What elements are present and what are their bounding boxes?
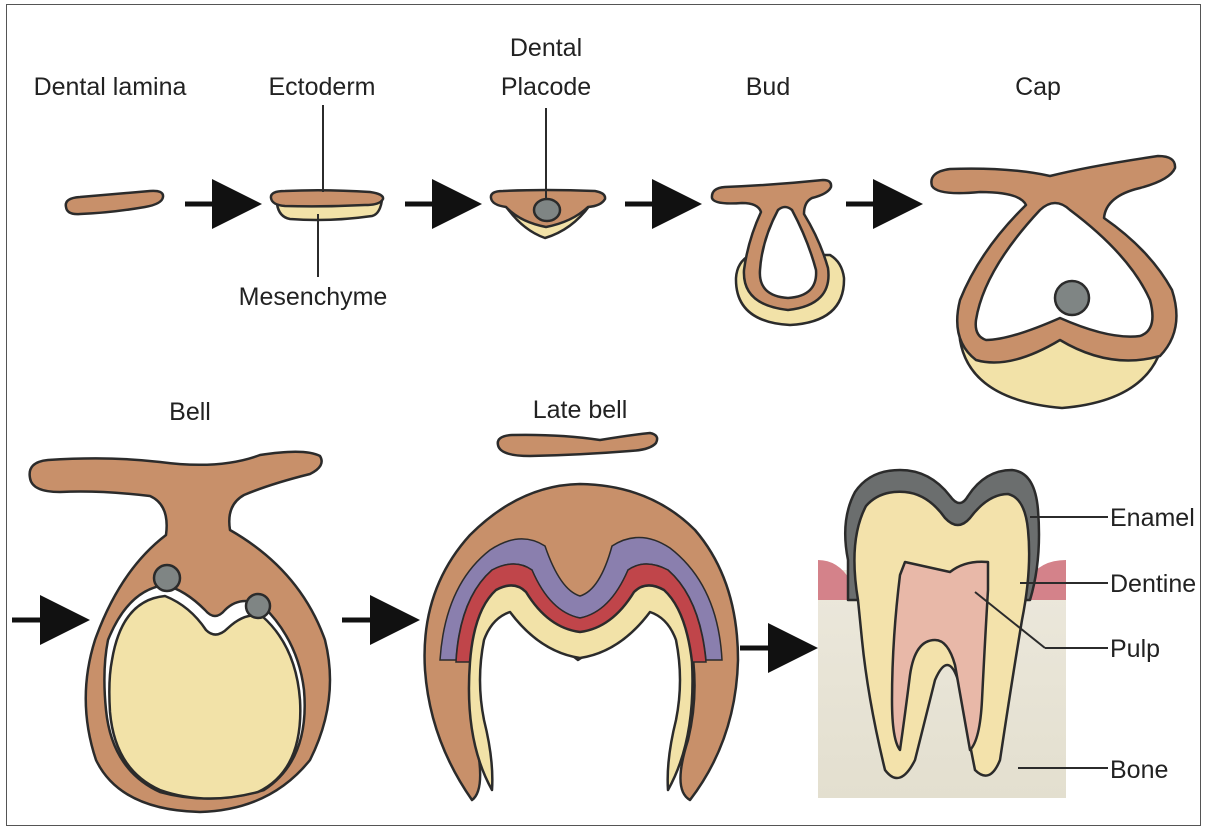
- tooth-stage: [818, 470, 1108, 798]
- bud-stage: [712, 180, 844, 325]
- dental-lamina-stage: [66, 191, 163, 214]
- label-bone: Bone: [1110, 756, 1168, 784]
- label-bell: Bell: [169, 398, 211, 426]
- label-ectoderm: Ectoderm: [269, 73, 376, 101]
- bell-stage: [30, 452, 330, 812]
- cap-stage: [931, 156, 1176, 408]
- label-enamel: Enamel: [1110, 504, 1195, 532]
- label-pulp: Pulp: [1110, 635, 1160, 663]
- label-cap: Cap: [1015, 73, 1061, 101]
- label-bud: Bud: [746, 73, 790, 101]
- label-placode-line2: Placode: [501, 73, 591, 101]
- label-mesenchyme: Mesenchyme: [239, 283, 388, 311]
- label-placode-line1: Dental: [510, 34, 582, 62]
- label-dental-lamina: Dental lamina: [34, 73, 187, 101]
- ectoderm-stage: [271, 105, 383, 277]
- dental-placode-stage: [491, 108, 605, 238]
- late-bell-stage: [425, 433, 738, 800]
- label-late-bell: Late bell: [533, 396, 628, 424]
- label-dentine: Dentine: [1110, 570, 1196, 598]
